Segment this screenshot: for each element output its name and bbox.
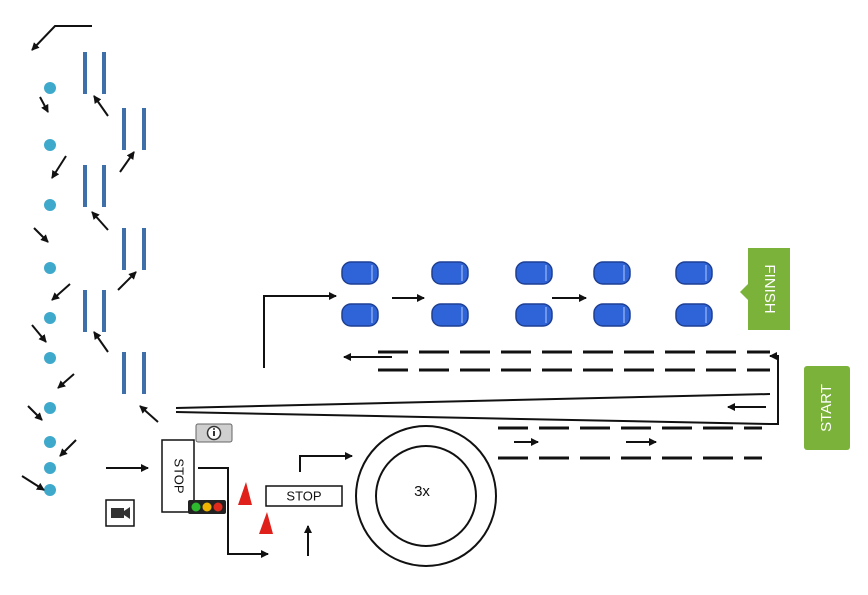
barrel [431,303,469,327]
stop-label-vertical: STOP [172,458,187,493]
pole [142,228,146,270]
direction-arrow [21,475,45,491]
barrel [341,261,379,285]
roundabout [355,425,497,567]
slalom-arrows [21,25,312,556]
traffic-light-icon [188,500,226,514]
pole [83,290,87,332]
cone [44,484,56,496]
direction-arrow [51,155,67,179]
pole [83,165,87,207]
direction-arrow [57,373,75,389]
direction-arrow [91,211,109,231]
pole [102,290,106,332]
slalom-cones [44,82,56,496]
traffic-cone [238,482,252,505]
cone [44,82,56,94]
barrel [515,303,553,327]
cone [44,139,56,151]
pole [102,165,106,207]
cone [44,402,56,414]
direction-arrow [119,151,135,173]
pole [122,352,126,394]
track-line [175,411,771,425]
barrel [515,261,553,285]
stop-sign-horizontal: STOP [265,485,343,507]
laps-label: 3x [414,483,430,500]
direction-arrow [59,439,77,457]
cone [44,462,56,474]
direction-arrow [117,271,137,291]
cone [44,262,56,274]
pole [83,52,87,94]
stop-sign-vertical: STOP [161,439,195,513]
info-icon [195,423,233,443]
start-sign: START [804,366,850,450]
barrel [675,261,713,285]
slalom-poles [83,52,146,394]
cone [44,436,56,448]
start-label: START [818,384,835,432]
pole [142,352,146,394]
cone [44,312,56,324]
stop-label-horizontal: STOP [286,488,321,503]
camera-icon [105,499,135,527]
barrel [593,303,631,327]
pole [102,52,106,94]
dashed-lanes-lower [498,426,762,460]
direction-arrow [51,283,71,301]
cone [44,352,56,364]
direction-arrow [93,331,109,353]
direction-arrow [139,405,159,423]
barrel [341,303,379,327]
direction-arrow [39,96,49,113]
barrels [341,261,713,327]
pole [122,108,126,150]
finish-sign: FINISH [740,248,790,330]
direction-arrow [31,25,92,51]
dashed-lanes-upper [378,350,770,372]
pole [142,108,146,150]
traffic-cones [238,482,273,534]
barrel [431,261,469,285]
route-arrow-to-circle [299,452,353,472]
barrel [593,261,631,285]
pole [122,228,126,270]
direction-arrow [93,95,109,117]
route-arrow-from-start [769,352,779,425]
route-arrow-to-barrels [263,292,337,368]
finish-label: FINISH [761,264,778,313]
traffic-cone [259,512,273,534]
direction-arrow [27,405,43,421]
route-arrow-stop-to-cones [198,467,269,558]
direction-arrow [33,227,49,243]
direction-arrow [31,324,47,343]
cone [44,199,56,211]
barrel [675,303,713,327]
track-line [175,393,771,409]
